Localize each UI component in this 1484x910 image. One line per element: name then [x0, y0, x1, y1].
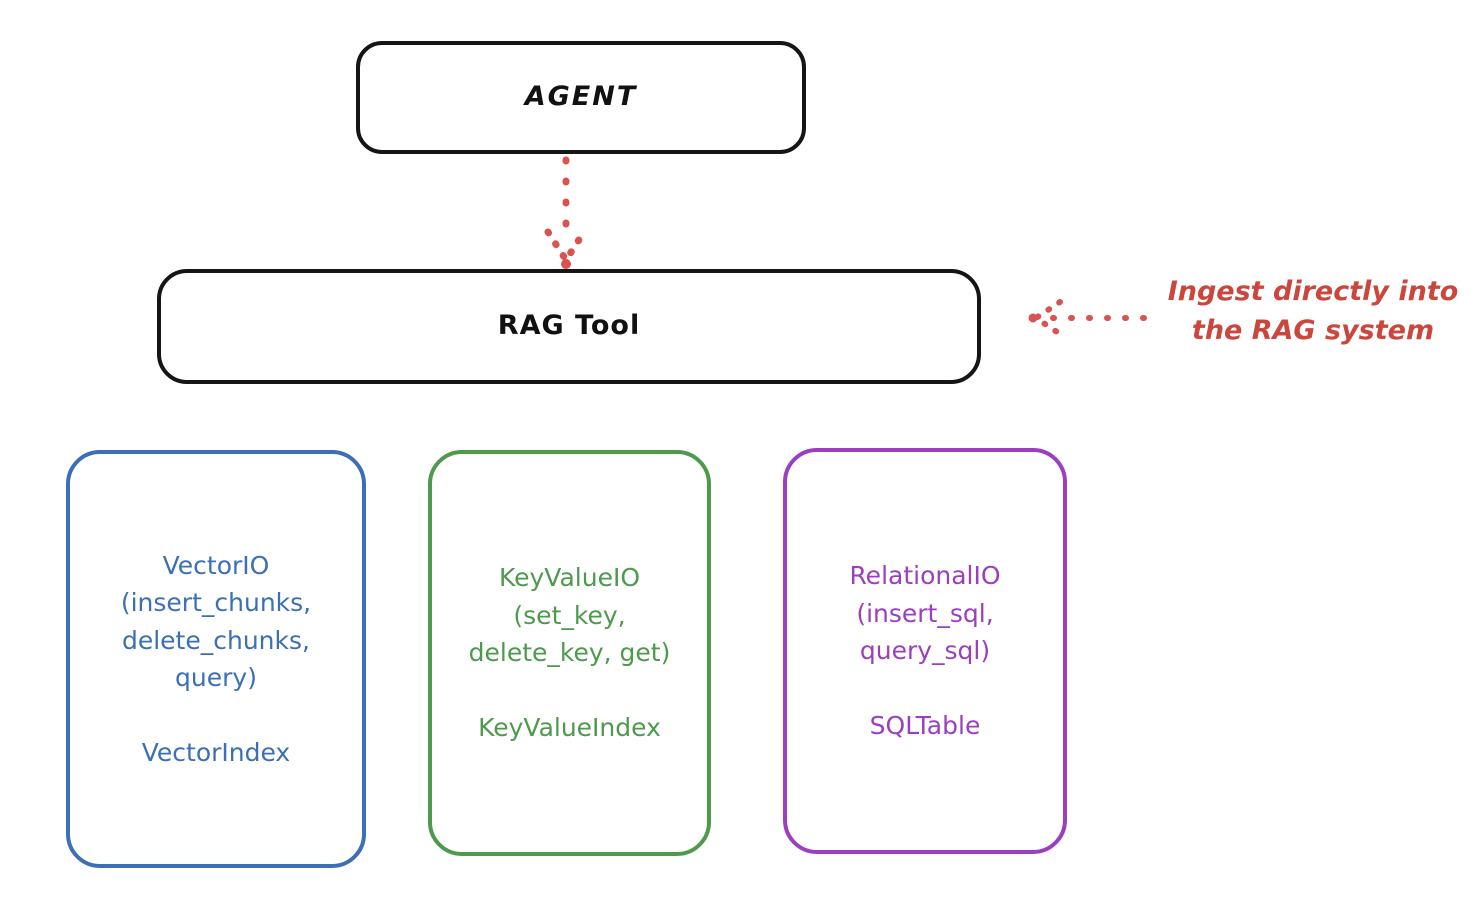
edge-agent-to-rag-tool-tip [561, 259, 571, 269]
node-vector-io[interactable]: VectorIO (insert_chunks, delete_chunks, … [66, 450, 366, 868]
node-key-value-io[interactable]: KeyValueIO (set_key, delete_key, get) Ke… [428, 450, 711, 856]
edge-ingest-tip [1028, 313, 1038, 323]
edge-agent-to-rag-tool [544, 156, 588, 269]
node-rag-tool[interactable]: RAG Tool [157, 269, 981, 384]
node-rag-tool-label: RAG Tool [497, 310, 641, 342]
node-vector-io-label: VectorIO (insert_chunks, delete_chunks, … [120, 550, 312, 768]
node-agent-label: AGENT [524, 81, 638, 113]
edge-ingest-to-rag-tool [1028, 299, 1147, 337]
node-key-value-io-label: KeyValueIO (set_key, delete_key, get) Ke… [468, 563, 671, 743]
node-agent[interactable]: AGENT [356, 41, 806, 154]
node-relational-io-label: RelationalIO (insert_sql, query_sql) SQL… [849, 561, 1001, 741]
annotation-ingest: Ingest directly into the RAG system [1020, 272, 1480, 367]
node-relational-io[interactable]: RelationalIO (insert_sql, query_sql) SQL… [783, 448, 1067, 854]
annotation-ingest-label: Ingest directly into the RAG system [1167, 276, 1459, 347]
edge-agent-to-rag-tool-arrowhead [544, 228, 588, 264]
